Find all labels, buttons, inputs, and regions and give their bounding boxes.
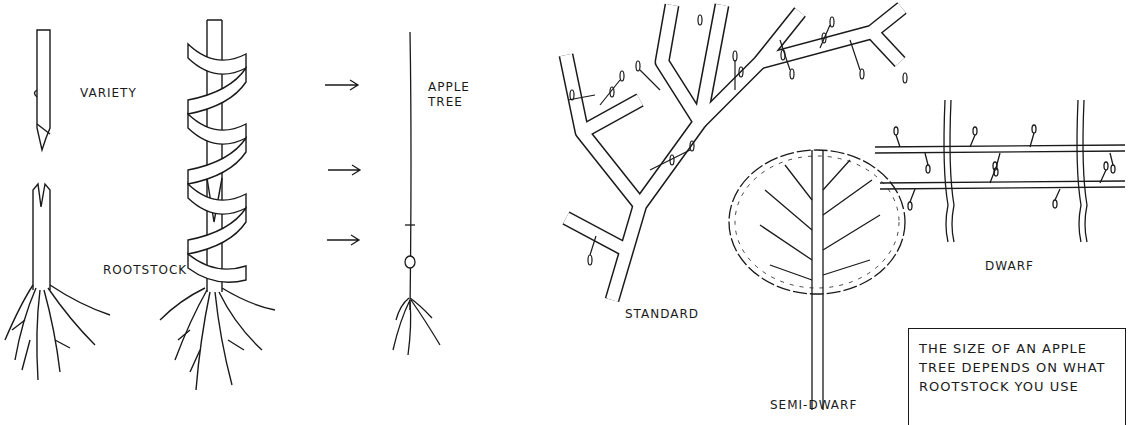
semi-dwarf-tree <box>729 150 905 410</box>
semi-dwarf-label: SEMI-DWARF <box>770 398 890 413</box>
variety-label: VARIETY <box>80 86 170 101</box>
taped-graft-drawing <box>160 20 275 390</box>
rootstock-label: ROOTSTOCK <box>103 263 213 278</box>
dwarf-label: DWARF <box>985 259 1065 274</box>
apple-tree-label: APPLE TREE <box>428 80 483 110</box>
arrows <box>325 80 360 245</box>
standard-label: STANDARD <box>625 307 735 322</box>
note-text: THE SIZE OF AN APPLE TREE DEPENDS ON WHA… <box>919 339 1117 396</box>
standard-tree <box>566 5 907 300</box>
scion-drawing <box>35 30 51 150</box>
dwarf-espalier <box>875 100 1125 242</box>
rootstock-drawing <box>5 184 110 380</box>
note-box: THE SIZE OF AN APPLE TREE DEPENDS ON WHA… <box>908 328 1126 425</box>
